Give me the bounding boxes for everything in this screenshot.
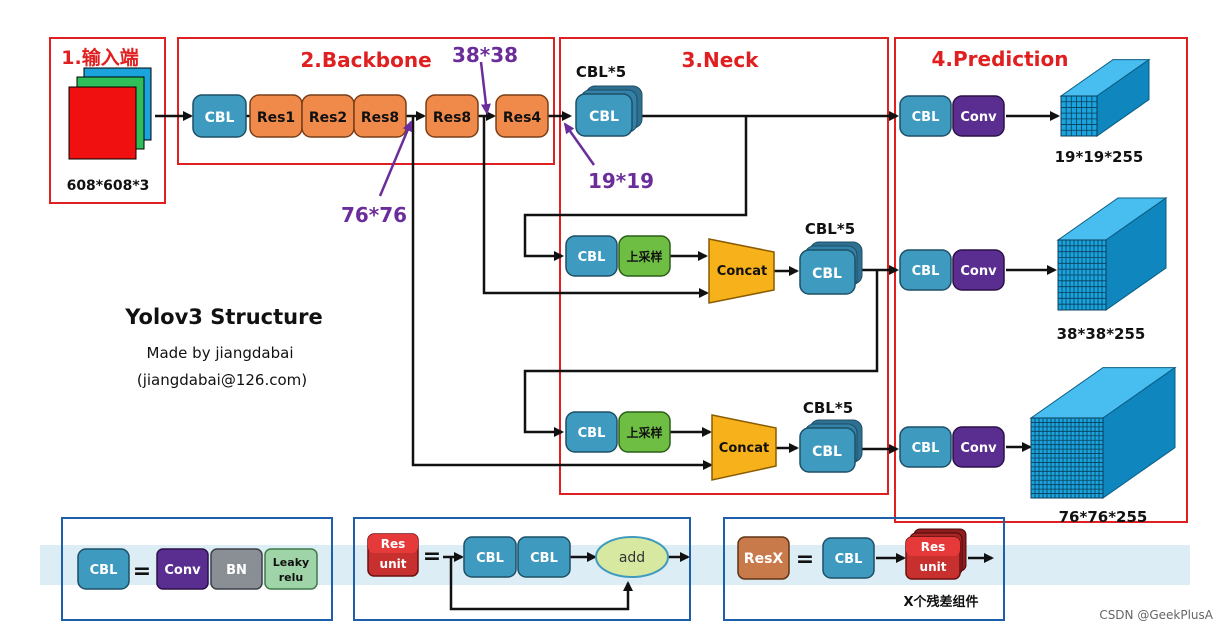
output-cube-38 xyxy=(1056,197,1168,311)
concat-block: Concat xyxy=(711,414,777,481)
cbl-label: CBL xyxy=(912,441,940,456)
credits-author: Made by jiangdabai xyxy=(147,344,294,362)
cbl-label: CBL xyxy=(90,563,118,578)
cbl-block: CBL xyxy=(565,235,618,277)
cbl-label: CBL xyxy=(912,110,940,125)
output-cube-76 xyxy=(1029,366,1177,499)
concat-label: Concat xyxy=(719,441,769,456)
cbl-label: CBL xyxy=(812,444,842,460)
credits-email: (jiangdabai@126.com) xyxy=(137,371,307,389)
size-pointers xyxy=(378,61,596,197)
conv-label: Conv xyxy=(960,441,997,456)
res8-label: Res8 xyxy=(433,110,471,126)
section-neck-box xyxy=(559,37,889,495)
legend-resunit: Res unit = CBL CBL add xyxy=(367,533,690,611)
legend-cbl: CBL = Conv BN Leaky relu xyxy=(77,548,318,590)
res4-block: Res4 xyxy=(495,94,549,138)
output-size-38: 38*38*255 xyxy=(1057,325,1146,343)
res2-block: Res2 xyxy=(301,94,355,138)
leaky-label-2: relu xyxy=(279,571,304,584)
equals-sign: = xyxy=(423,544,441,569)
section-prediction-title: 4.Prediction xyxy=(931,47,1068,71)
cbl-label: CBL xyxy=(205,110,235,126)
add-label: add xyxy=(619,550,645,566)
cbl-label: CBL xyxy=(589,109,619,125)
x-residual-label: X个残差组件 xyxy=(903,594,978,610)
cbl-label: CBL xyxy=(476,551,504,566)
cbl-label: CBL xyxy=(835,552,863,567)
upsample-label: 上采样 xyxy=(626,425,662,440)
conv-label: Conv xyxy=(960,264,997,279)
legend-resunit-box xyxy=(353,517,691,621)
res1-label: Res1 xyxy=(257,110,295,126)
upsample-block: 上采样 xyxy=(618,235,671,277)
section-backbone-title: 2.Backbone xyxy=(300,48,431,72)
cbl5-stack-3: CBL xyxy=(799,419,863,473)
res8-block-2: Res8 xyxy=(425,94,479,138)
output-size-76: 76*76*255 xyxy=(1059,508,1148,526)
size-38-label: 38*38 xyxy=(452,43,518,67)
section-neck-title: 3.Neck xyxy=(682,48,760,72)
output-size-19: 19*19*255 xyxy=(1055,148,1144,166)
input-image-stack xyxy=(68,67,152,160)
equals-sign: = xyxy=(796,547,814,572)
cbl5-caption-1: CBL*5 xyxy=(576,63,626,81)
res2-label: Res2 xyxy=(309,110,347,126)
cbl-label: CBL xyxy=(812,266,842,282)
connections xyxy=(155,111,1060,470)
output-cube-19 xyxy=(1059,58,1151,137)
res-unit-top: Res xyxy=(381,537,406,551)
cbl-label: CBL xyxy=(578,426,606,441)
cbl-block: CBL xyxy=(565,411,618,453)
res4-label: Res4 xyxy=(503,110,542,126)
cbl5-stack-2: CBL xyxy=(799,241,863,295)
res-unit-bottom: unit xyxy=(920,560,947,574)
cbl5-stack-1: CBL xyxy=(575,85,643,137)
leaky-label-1: Leaky xyxy=(273,556,309,569)
equals-sign: = xyxy=(133,559,151,584)
cbl5-caption-2: CBL*5 xyxy=(805,220,855,238)
cbl-label: CBL xyxy=(578,250,606,265)
section-input-title: 1.输入端 xyxy=(61,46,138,69)
cbl5-caption-3: CBL*5 xyxy=(803,399,853,417)
size-19-label: 19*19 xyxy=(588,169,654,193)
conv-label: Conv xyxy=(960,110,997,125)
upsample-label: 上采样 xyxy=(626,249,662,264)
legend-resx-box xyxy=(723,517,1005,621)
resx-label: ResX xyxy=(744,551,784,567)
res-unit-top: Res xyxy=(921,540,946,554)
concat-label: Concat xyxy=(717,264,767,279)
legend-cbl-box xyxy=(61,517,333,621)
legend-resx: ResX = CBL Res unit X个残差组件 xyxy=(737,528,994,610)
cbl-label: CBL xyxy=(912,264,940,279)
res8-block-1: Res8 xyxy=(353,94,407,138)
section-backbone-box xyxy=(177,37,555,165)
pred-head-3: CBL Conv xyxy=(899,426,1005,468)
size-76-label: 76*76 xyxy=(341,203,407,227)
watermark: CSDN @GeekPlusA xyxy=(1099,608,1213,622)
res-unit-bottom: unit xyxy=(380,557,407,571)
pred-head-1: CBL Conv xyxy=(899,95,1005,137)
credits-title: Yolov3 Structure xyxy=(124,305,322,329)
concat-block: Concat xyxy=(708,238,775,304)
pred-head-2: CBL Conv xyxy=(899,249,1005,291)
bn-label: BN xyxy=(226,563,247,578)
upsample-block: 上采样 xyxy=(618,411,671,453)
res1-block: Res1 xyxy=(249,94,303,138)
section-input-box xyxy=(49,37,166,204)
section-prediction-box xyxy=(894,37,1188,523)
input-size-label: 608*608*3 xyxy=(67,178,150,194)
res8-label: Res8 xyxy=(361,110,399,126)
conv-label: Conv xyxy=(164,563,201,578)
output-cubes xyxy=(1029,58,1177,499)
cbl-block: CBL xyxy=(192,94,247,138)
cbl-label: CBL xyxy=(530,551,558,566)
